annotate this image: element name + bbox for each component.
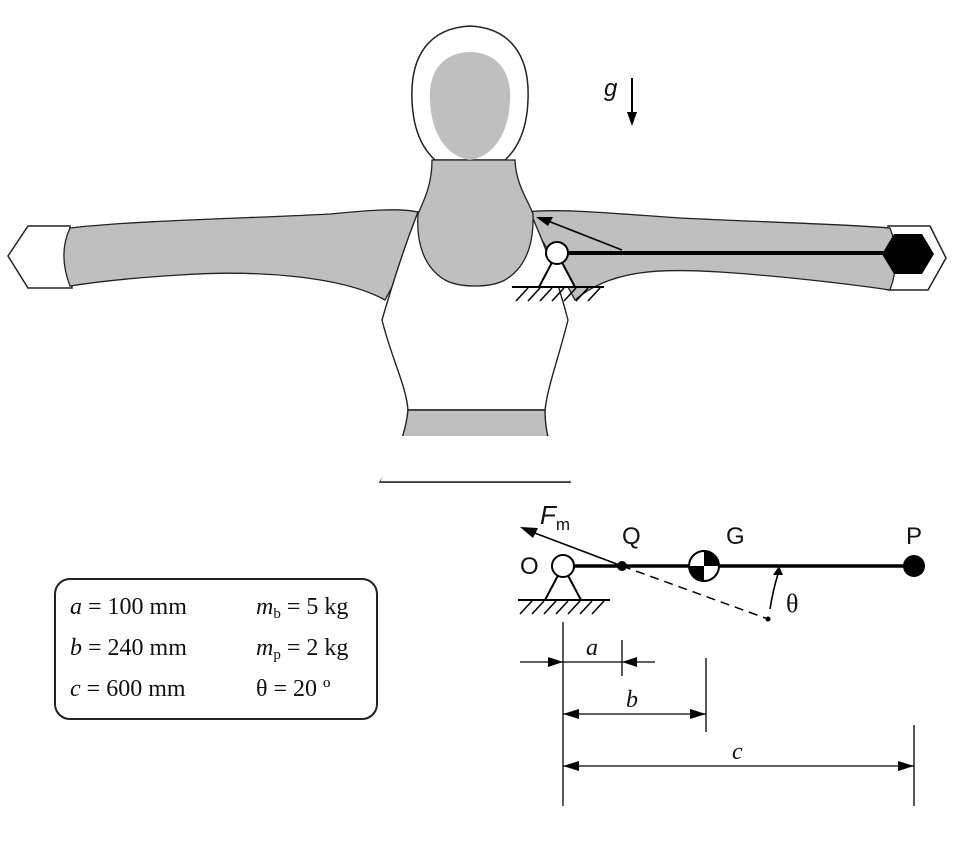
chest-skin bbox=[417, 159, 534, 287]
angle-label: θ bbox=[786, 589, 798, 618]
gravity-label: g bbox=[604, 75, 618, 102]
dimension-c bbox=[563, 725, 915, 806]
dimension-b bbox=[563, 658, 707, 732]
pivot-support bbox=[543, 563, 583, 601]
point-label-p: P bbox=[906, 523, 922, 550]
angle-arc-head bbox=[773, 566, 783, 575]
param-row-1: a = 100 mm mb = 5 kg bbox=[56, 594, 376, 634]
muscle-force-arrow-shaft bbox=[531, 531, 623, 567]
param-b: b = 240 mm bbox=[70, 635, 187, 661]
left-hand bbox=[7, 225, 73, 289]
upper-muscle-force-head bbox=[536, 217, 553, 226]
upper-ground-hatch bbox=[515, 287, 601, 302]
dim-b-arrow-left bbox=[563, 709, 579, 719]
dim-c-label: c bbox=[732, 739, 743, 765]
dim-c-arrow-right bbox=[898, 761, 914, 771]
param-mb: mb = 5 kg bbox=[256, 594, 349, 622]
param-row-3: c = 600 mm θ = 20 º bbox=[56, 676, 376, 716]
ground-hatch bbox=[519, 600, 605, 615]
center-of-mass-symbol bbox=[688, 550, 720, 582]
angle-arc bbox=[769, 573, 779, 610]
face bbox=[429, 52, 511, 160]
lever-diagram: Fm O Q G P bbox=[518, 500, 925, 806]
param-a: a = 100 mm bbox=[70, 594, 187, 620]
dim-b-label: b bbox=[626, 687, 638, 713]
param-theta: θ = 20 º bbox=[256, 676, 331, 702]
arm-lever-overlay bbox=[512, 217, 934, 302]
pivot-label-o: O bbox=[520, 553, 539, 580]
force-label: Fm bbox=[540, 500, 570, 534]
param-mp: mp = 2 kg bbox=[256, 635, 349, 663]
dim-a-arrow-left bbox=[548, 657, 563, 667]
angle-reference-line bbox=[621, 565, 769, 620]
end-point-p bbox=[903, 555, 925, 577]
upper-pivot-support bbox=[537, 250, 577, 288]
upper-pivot-joint bbox=[545, 241, 569, 265]
gravity-indicator: g bbox=[604, 75, 637, 126]
weight-hexagon bbox=[882, 234, 934, 274]
dim-b-arrow-right bbox=[690, 709, 706, 719]
dim-c-arrow-left bbox=[563, 761, 579, 771]
person-illustration bbox=[7, 25, 947, 483]
param-c: c = 600 mm bbox=[70, 676, 186, 702]
dim-a-arrow-right bbox=[622, 657, 637, 667]
left-arm bbox=[63, 209, 419, 301]
point-label-g: G bbox=[726, 523, 745, 550]
param-row-2: b = 240 mm mp = 2 kg bbox=[56, 635, 376, 675]
muscle-force-arrow-head bbox=[520, 527, 538, 538]
upper-muscle-force-shaft bbox=[547, 220, 623, 251]
waist-band bbox=[380, 436, 570, 482]
parameter-box: a = 100 mm mb = 5 kg b = 240 mm mp = 2 k… bbox=[54, 578, 378, 720]
point-label-q: Q bbox=[622, 523, 641, 550]
angle-reference-end bbox=[765, 616, 771, 622]
pivot-joint-o bbox=[551, 554, 575, 578]
gravity-arrow-head bbox=[627, 112, 637, 126]
dim-a-label: a bbox=[586, 635, 598, 661]
